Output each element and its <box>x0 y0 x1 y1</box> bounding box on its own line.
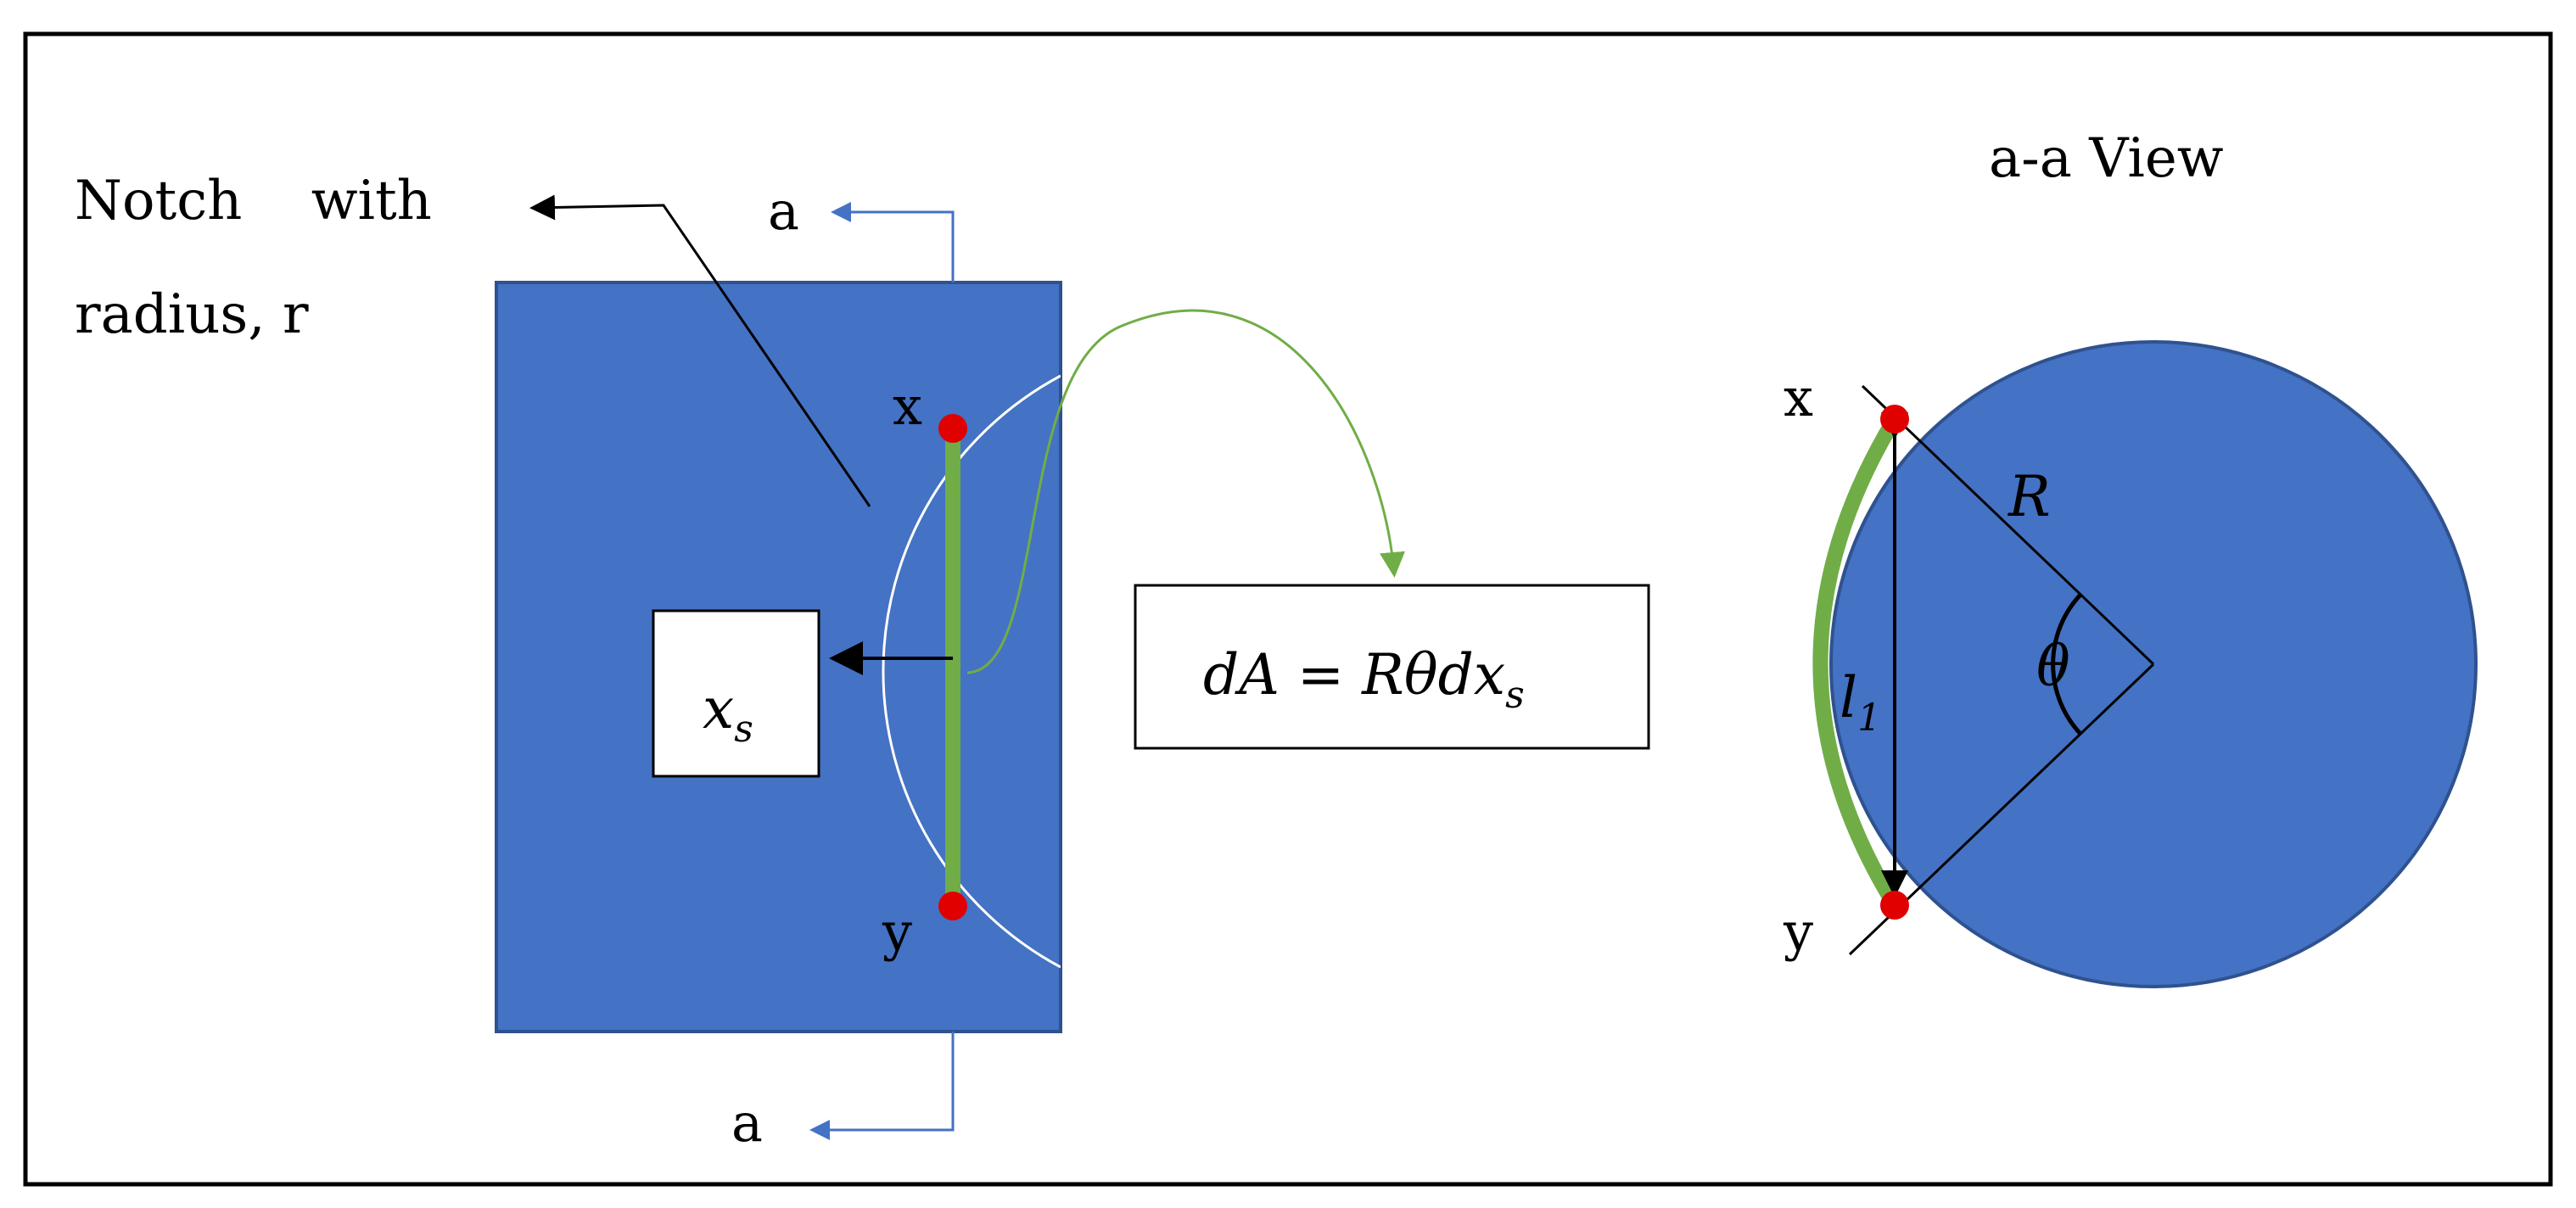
label-y-left: y <box>882 901 912 963</box>
radius-line-top <box>1861 384 2155 666</box>
notch-arc <box>882 374 1061 969</box>
section-arrow-top <box>831 202 955 282</box>
point-y-right <box>1880 891 1909 920</box>
green-curve-arrow <box>966 309 1405 674</box>
outer-frame <box>23 31 2553 1187</box>
label-x-right: x <box>1784 366 1813 428</box>
xs-box <box>652 609 820 778</box>
view-title: a-a View <box>1989 127 2224 190</box>
formula-box <box>1134 584 1650 750</box>
l1-label: l1 <box>1840 665 1881 740</box>
theta-label: θ <box>2036 634 2070 699</box>
point-y-left <box>938 892 967 920</box>
radius-label: R <box>2008 464 2051 529</box>
section-label-bottom: a <box>731 1092 763 1154</box>
notch-label-line2: radius, r <box>75 283 309 346</box>
xs-label: xs <box>703 676 753 751</box>
theta-arc <box>2051 593 2082 735</box>
notch-leader <box>529 194 871 507</box>
point-x-right <box>1880 405 1909 433</box>
section-label-top: a <box>768 180 799 242</box>
formula-text: dA = Rθdxs <box>1203 642 1525 717</box>
green-arc-right <box>1812 415 1901 909</box>
label-y-right: y <box>1783 901 1813 963</box>
point-x-left <box>938 414 967 443</box>
notch-label-line1: Notch with <box>75 170 432 232</box>
section-arrow-bottom <box>809 1032 955 1140</box>
label-x-left: x <box>893 375 922 437</box>
